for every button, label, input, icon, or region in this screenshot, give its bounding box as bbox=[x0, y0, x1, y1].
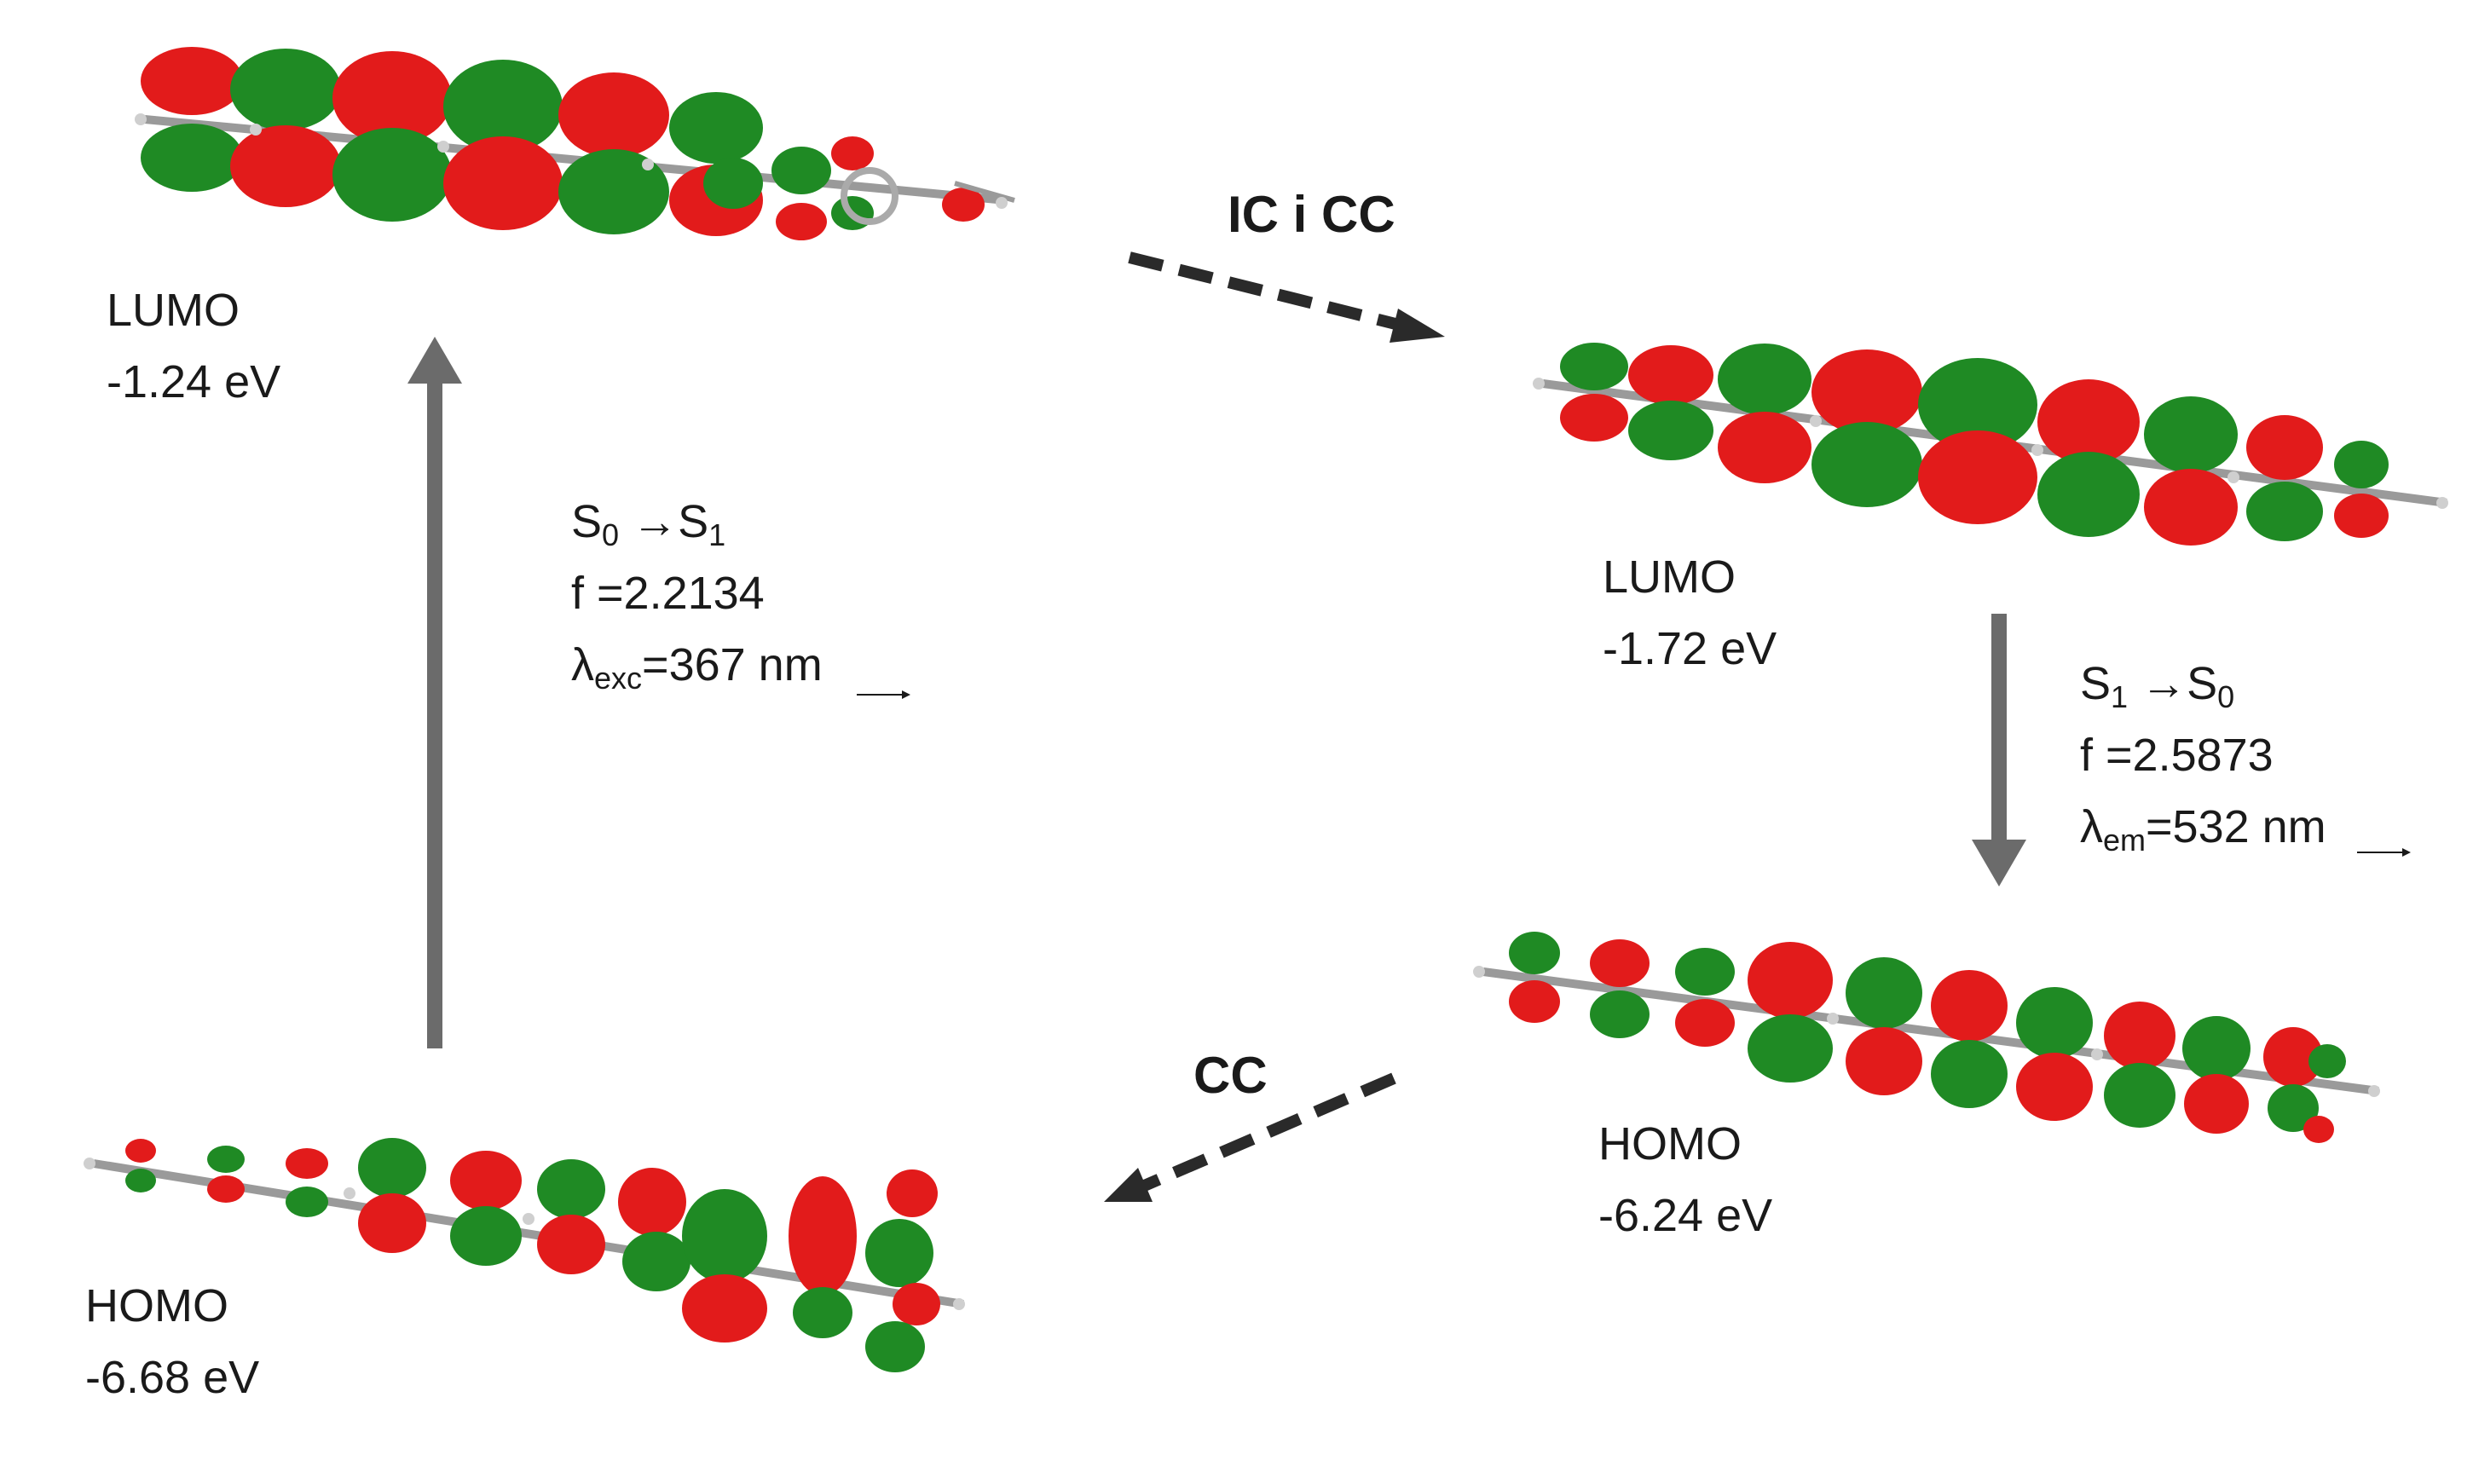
homo-left-name: HOMO bbox=[85, 1280, 228, 1331]
process-label-cc: CC bbox=[1193, 1047, 1268, 1104]
lumo-left-energy: -1.24 eV bbox=[107, 356, 281, 407]
lumo-right-energy: -1.72 eV bbox=[1603, 623, 1777, 674]
homo-right-name: HOMO bbox=[1598, 1118, 1742, 1169]
emission-transition: S1 →S0 bbox=[2080, 648, 2234, 719]
lumo-right-orbital-image bbox=[1533, 343, 2448, 546]
excitation-wavelength: λexc=367 nm bbox=[571, 629, 823, 701]
nm-vector-arrow-left bbox=[857, 690, 910, 699]
homo-left-energy: -6.68 eV bbox=[85, 1352, 260, 1403]
process-label-ic-cc: IC i CC bbox=[1228, 186, 1395, 243]
excitation-s0: S bbox=[571, 496, 603, 547]
homo-left-orbital-image bbox=[84, 1138, 965, 1372]
ic-cc-dashed-arrow bbox=[1128, 251, 1445, 343]
emission-lambda: λ bbox=[2080, 801, 2103, 852]
emission-arrow-glyph: → bbox=[2141, 658, 2187, 709]
excitation-s1: S bbox=[678, 496, 709, 547]
excitation-lambda: λ bbox=[571, 639, 594, 690]
excitation-transition: S0 →S1 bbox=[571, 486, 725, 557]
nm-vector-arrow-right bbox=[2357, 848, 2411, 857]
lumo-left-orbital-image bbox=[135, 47, 1015, 240]
homo-right-energy: -6.24 eV bbox=[1598, 1190, 1773, 1241]
excitation-lambda-sub: exc bbox=[594, 661, 643, 696]
excitation-oscillator-strength: f =2.2134 bbox=[571, 568, 765, 619]
cc-dashed-arrow bbox=[1104, 1072, 1396, 1202]
emission-lambda-sub: em bbox=[2103, 823, 2147, 857]
excitation-s1-sub: 1 bbox=[708, 517, 726, 552]
excitation-arrow-glyph: → bbox=[632, 496, 679, 547]
emission-oscillator-strength: f =2.5873 bbox=[2080, 730, 2274, 781]
lumo-left-name: LUMO bbox=[107, 285, 240, 336]
emission-lambda-value: =532 nm bbox=[2146, 801, 2326, 852]
emission-arrow bbox=[1972, 614, 2026, 886]
lumo-right-name: LUMO bbox=[1603, 551, 1736, 603]
excitation-lambda-value: =367 nm bbox=[642, 639, 823, 690]
emission-wavelength: λem=532 nm bbox=[2080, 791, 2326, 863]
emission-s0: S bbox=[2187, 658, 2218, 709]
excitation-s0-sub: 0 bbox=[602, 517, 620, 552]
homo-right-orbital-image bbox=[1473, 932, 2380, 1143]
emission-s1-sub: 1 bbox=[2111, 679, 2129, 714]
emission-s1: S bbox=[2080, 658, 2112, 709]
excitation-arrow bbox=[407, 337, 462, 1048]
emission-s0-sub: 0 bbox=[2217, 679, 2235, 714]
